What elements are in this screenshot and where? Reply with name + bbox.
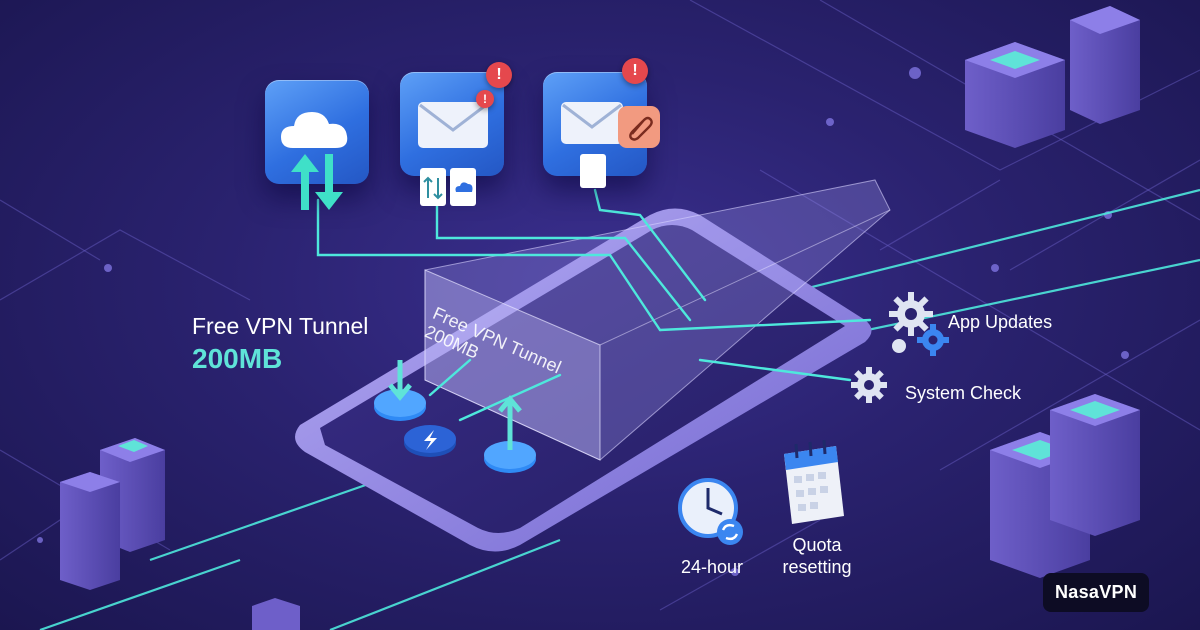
download-button — [374, 360, 426, 421]
bolt-button — [404, 425, 456, 457]
mail-app[interactable] — [400, 72, 504, 176]
hours-label: 24-hour — [680, 557, 744, 577]
gear-icon — [851, 367, 887, 403]
file-transfer-icon — [420, 168, 476, 206]
vpn-tunnel — [424, 179, 891, 461]
bolt-icon — [424, 430, 437, 450]
server-icon — [1070, 6, 1140, 124]
mail-attachment-icon — [561, 102, 623, 144]
tunnel-title: Free VPN Tunnel — [192, 313, 369, 339]
smartphone — [295, 208, 872, 552]
mail-alert-badge: ! — [486, 62, 512, 88]
app-updates-label: App Updates — [948, 312, 1053, 332]
cloud-sync-icon — [281, 112, 348, 148]
upload-icon — [498, 395, 522, 450]
clock-icon — [678, 478, 743, 545]
mail-icon — [418, 102, 488, 148]
system-check-label: System Check — [905, 383, 1022, 403]
upload-button — [484, 395, 536, 473]
phone-controls — [374, 360, 536, 473]
calendar-icon — [784, 440, 844, 524]
paperclip-icon — [618, 106, 660, 148]
cloud-sync-app[interactable] — [265, 80, 369, 184]
tunnel-size: 200MB — [192, 343, 283, 374]
download-icon — [388, 360, 412, 401]
brand-badge[interactable]: NasaVPN — [1043, 573, 1150, 612]
quota-resetting-label: Quota resetting — [782, 535, 852, 577]
mail-small-alert-badge: ! — [476, 90, 494, 108]
sync-arrows-icon — [291, 154, 343, 210]
document-icon — [580, 154, 606, 188]
attachment-alert-badge: ! — [622, 58, 648, 84]
gears-icon — [889, 292, 949, 356]
